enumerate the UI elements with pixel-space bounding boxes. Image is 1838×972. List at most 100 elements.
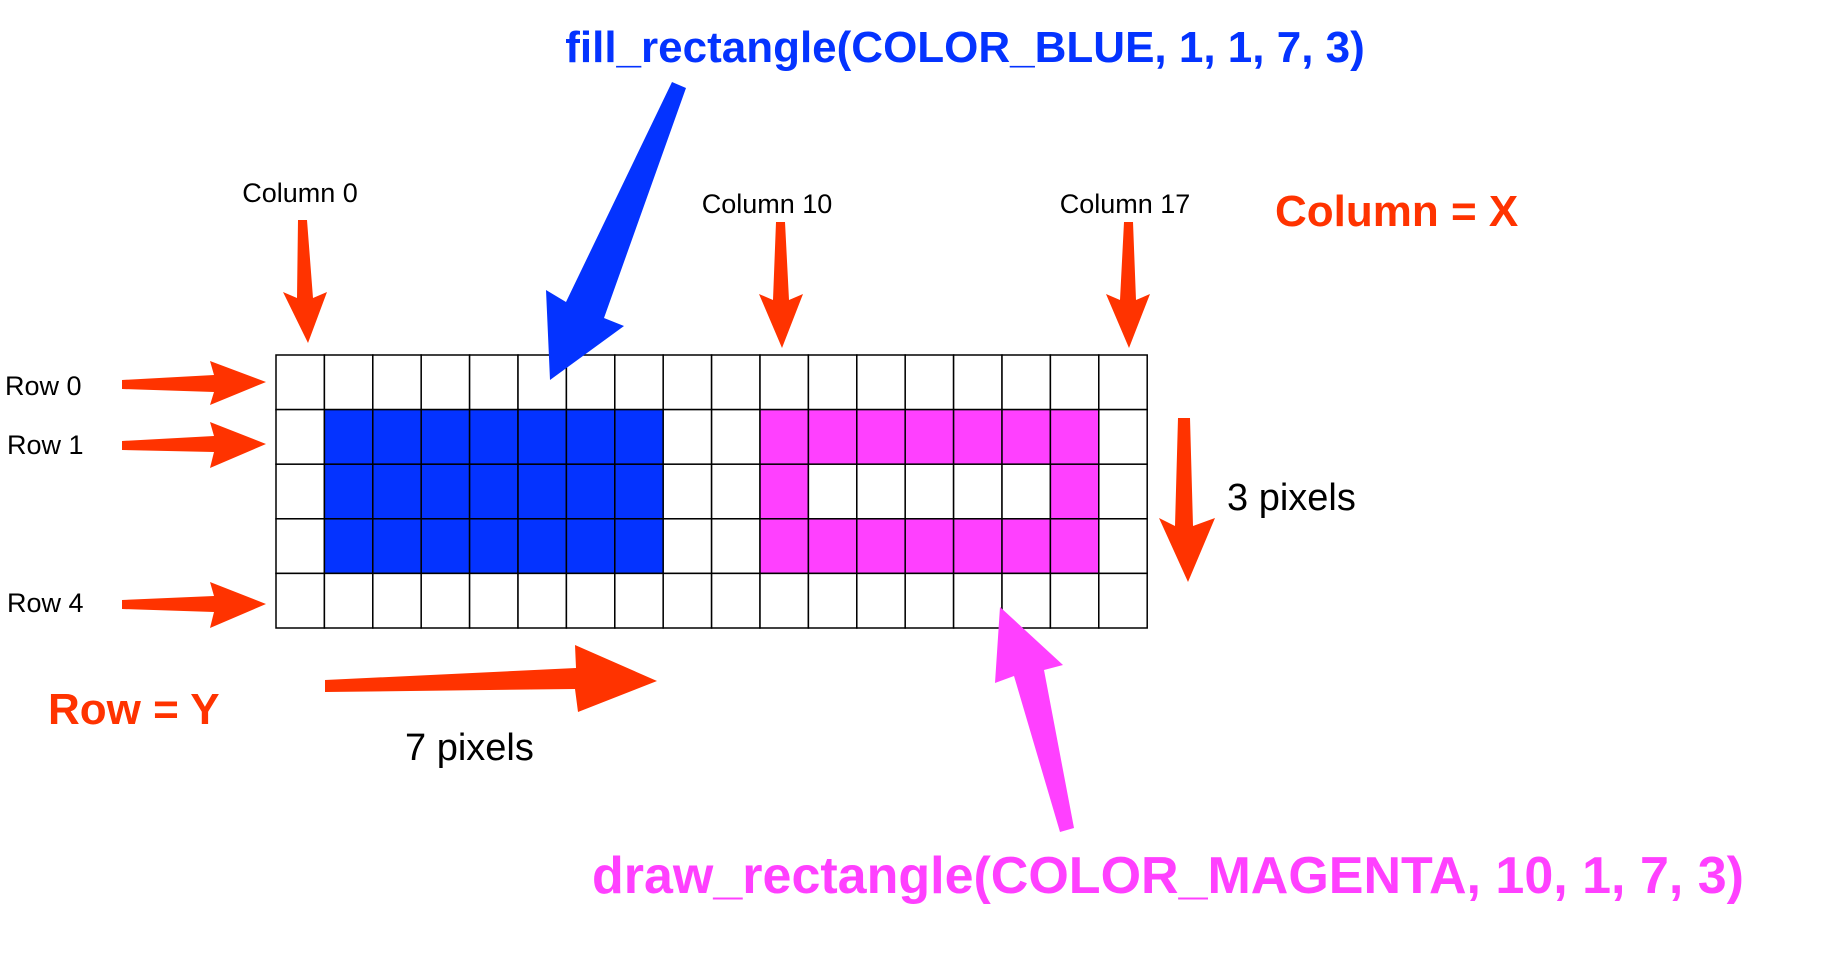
pixel-cell bbox=[420, 463, 471, 520]
pixel-cell bbox=[952, 572, 1003, 629]
pixel-cell bbox=[952, 408, 1003, 465]
pixel-cell bbox=[856, 463, 906, 520]
row-1-label: Row 1 bbox=[7, 430, 84, 460]
pixel-cell bbox=[952, 463, 1003, 520]
pixel-cell bbox=[1001, 408, 1052, 465]
pixel-cell bbox=[420, 572, 471, 629]
pixel-cell bbox=[759, 518, 810, 575]
pixel-cell bbox=[468, 354, 519, 411]
row-0-label: Row 0 bbox=[5, 371, 82, 401]
pixel-cell bbox=[565, 463, 616, 520]
pixel-cell bbox=[952, 518, 1003, 575]
pixel-cell bbox=[710, 518, 761, 575]
column-10-label: Column 10 bbox=[702, 189, 833, 219]
pixel-cell bbox=[275, 518, 326, 575]
pixel-cell bbox=[275, 354, 326, 411]
pixel-cell bbox=[856, 518, 906, 575]
pixel-cell bbox=[565, 572, 616, 629]
pixel-cell bbox=[517, 572, 568, 629]
pixel-cell bbox=[517, 408, 568, 465]
pixel-cell bbox=[710, 572, 761, 629]
pixel-cell bbox=[323, 463, 374, 520]
column-0-label: Column 0 bbox=[242, 178, 358, 208]
column-equals-x-label: Column = X bbox=[1275, 187, 1518, 236]
pixel-cell bbox=[275, 463, 326, 520]
column-0-arrow-icon bbox=[283, 220, 327, 343]
row-0-arrow-icon bbox=[122, 361, 266, 405]
pixel-cell bbox=[904, 518, 955, 575]
pixel-cell bbox=[1098, 463, 1148, 520]
pixel-cell bbox=[904, 572, 955, 629]
row-1-arrow-icon bbox=[122, 422, 266, 468]
pixel-cell bbox=[1049, 354, 1100, 411]
pixel-cell bbox=[372, 572, 422, 629]
row-4-arrow-icon bbox=[122, 582, 266, 628]
pixel-cell bbox=[1049, 518, 1100, 575]
pixel-cell bbox=[275, 408, 326, 465]
pixel-cell bbox=[323, 572, 374, 629]
pixel-cell bbox=[468, 518, 519, 575]
pixel-cell bbox=[807, 463, 858, 520]
pixel-cell bbox=[807, 408, 858, 465]
pixel-cell bbox=[904, 354, 955, 411]
pixel-cell bbox=[614, 518, 664, 575]
pixel-cell bbox=[1098, 518, 1148, 575]
pixel-cell bbox=[856, 572, 906, 629]
draw-call-pointer-arrow-icon bbox=[995, 607, 1074, 832]
pixel-cell bbox=[807, 354, 858, 411]
width-arrow-icon bbox=[325, 645, 657, 712]
pixel-cell bbox=[372, 463, 422, 520]
pixel-cell bbox=[614, 408, 664, 465]
pixel-cell bbox=[904, 463, 955, 520]
column-17-arrow-icon bbox=[1106, 222, 1150, 348]
pixel-cell bbox=[759, 408, 810, 465]
pixel-cell bbox=[372, 354, 422, 411]
pixel-cell bbox=[710, 463, 761, 520]
height-arrow-icon bbox=[1159, 418, 1215, 582]
row-4-label: Row 4 bbox=[7, 588, 84, 618]
pixel-cell bbox=[759, 354, 810, 411]
pixel-cell bbox=[710, 354, 761, 411]
pixel-cell bbox=[759, 463, 810, 520]
width-7-pixels-label: 7 pixels bbox=[405, 727, 534, 769]
pixel-cell bbox=[420, 518, 471, 575]
pixel-cell bbox=[856, 354, 906, 411]
pixel-cell bbox=[1001, 463, 1052, 520]
pixel-cell bbox=[662, 572, 713, 629]
pixel-cell bbox=[1001, 518, 1052, 575]
pixel-cell bbox=[856, 408, 906, 465]
pixel-cell bbox=[952, 354, 1003, 411]
pixel-cell bbox=[1001, 354, 1052, 411]
pixel-cell bbox=[1098, 572, 1148, 629]
pixel-cell bbox=[1098, 408, 1148, 465]
pixel-cell bbox=[323, 408, 374, 465]
pixel-cell bbox=[1049, 463, 1100, 520]
fill-call-pointer-arrow-icon bbox=[546, 82, 686, 380]
pixel-cell bbox=[807, 572, 858, 629]
pixel-cell bbox=[662, 408, 713, 465]
pixel-cell bbox=[614, 572, 664, 629]
pixel-cell bbox=[372, 408, 422, 465]
pixel-cell bbox=[468, 408, 519, 465]
pixel-cell bbox=[710, 408, 761, 465]
pixel-cell bbox=[323, 354, 374, 411]
pixel-cell bbox=[565, 518, 616, 575]
pixel-cell bbox=[662, 518, 713, 575]
pixel-grid bbox=[275, 354, 1148, 629]
pixel-cell bbox=[275, 572, 326, 629]
pixel-cell bbox=[468, 463, 519, 520]
pixel-cell bbox=[517, 463, 568, 520]
draw-rectangle-call: draw_rectangle(COLOR_MAGENTA, 10, 1, 7, … bbox=[592, 847, 1744, 905]
column-17-label: Column 17 bbox=[1060, 189, 1191, 219]
pixel-cell bbox=[759, 572, 810, 629]
pixel-cell bbox=[565, 408, 616, 465]
pixel-cell bbox=[614, 463, 664, 520]
pixel-cell bbox=[662, 463, 713, 520]
pixel-cell bbox=[323, 518, 374, 575]
pixel-cell bbox=[420, 354, 471, 411]
pixel-cell bbox=[614, 354, 664, 411]
pixel-cell bbox=[468, 572, 519, 629]
pixel-cell bbox=[1049, 408, 1100, 465]
pixel-cell bbox=[420, 408, 471, 465]
